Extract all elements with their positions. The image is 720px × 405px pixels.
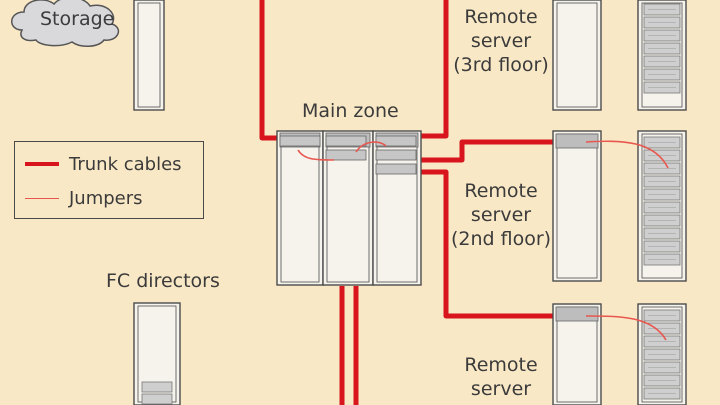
trunk-to-1st-floor [418,169,554,319]
remote-3rd-floor-server-rack [637,0,687,111]
storage-label: Storage [40,8,115,30]
legend: Trunk cables Jumpers [14,141,204,219]
jumper-main-1 [297,149,335,161]
remote-1st-floor-rack [552,303,602,405]
trunk-to-storage [259,0,280,141]
trunk-to-3rd-floor [418,0,449,139]
storage-cloud-icon [11,0,120,47]
main-zone-patch-panels [279,135,417,175]
trunk-swatch [25,162,59,166]
jumper-swatch [25,197,59,199]
storage-rack [133,0,165,111]
legend-trunk-label: Trunk cables [69,153,182,175]
legend-item-jumper: Jumpers [25,186,143,210]
main-zone-label: Main zone [302,100,399,122]
legend-item-trunk: Trunk cables [25,152,182,176]
trunk-cables [259,0,554,405]
remote-2nd-floor-server-rack [637,130,687,282]
remote-3rd-floor-rack [552,0,602,111]
fc-director-rack [133,302,181,405]
main-zone-rack-1 [276,130,324,286]
remote-2nd-floor-rack [552,130,602,282]
remote-server-1st-floor-label: Remote server [464,354,538,400]
remote-1st-floor-server-rack [637,303,687,405]
legend-jumper-label: Jumpers [69,187,143,209]
fc-directors-label: FC directors [106,270,220,292]
remote-server-2nd-floor-label: Remote server (2nd floor) [450,180,552,250]
jumpers [297,140,669,341]
jumper-2nd-floor [585,140,669,169]
jumper-1st-floor [585,315,667,341]
remote-server-3rd-floor-label: Remote server (3rd floor) [453,6,549,76]
trunk-to-2nd-floor [418,139,554,163]
jumper-main-2 [355,141,387,153]
